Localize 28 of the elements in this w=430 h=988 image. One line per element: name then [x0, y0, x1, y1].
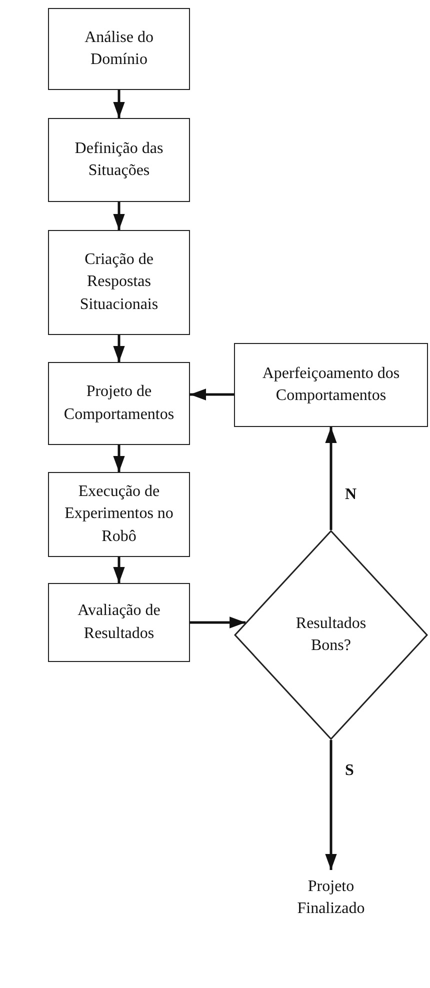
arrow — [113, 90, 125, 118]
node-label: Resultados Bons? — [294, 614, 368, 656]
arrow — [113, 445, 125, 472]
arrow — [113, 335, 125, 362]
arrow — [325, 740, 337, 870]
process-box — [48, 472, 190, 557]
node-label: Projeto de Comportamentos — [62, 382, 176, 424]
decision-diamond — [234, 530, 428, 740]
process-box — [234, 343, 428, 427]
node-label: Avaliação de Resultados — [76, 601, 162, 644]
process-box — [48, 583, 190, 662]
arrow — [113, 202, 125, 230]
node-label: Análise do Domínio — [84, 28, 154, 70]
process-box — [48, 362, 190, 445]
node-label: Criação de Respostas Situacionais — [78, 250, 160, 315]
end-label: Projeto Finalizado — [296, 876, 366, 919]
process-box — [48, 230, 190, 335]
edge-label: N — [345, 486, 357, 504]
node-label: Execução de Experimentos no Robô — [64, 482, 174, 547]
process-box — [48, 8, 190, 90]
process-box — [48, 118, 190, 202]
arrow — [190, 388, 234, 400]
edge-label: S — [345, 762, 354, 780]
arrow — [113, 557, 125, 583]
arrow — [325, 427, 337, 530]
node-label: Definição das Situações — [74, 138, 164, 181]
arrow — [190, 616, 246, 628]
node-label: Aperfeiçoamento dos Comportamentos — [261, 364, 401, 406]
